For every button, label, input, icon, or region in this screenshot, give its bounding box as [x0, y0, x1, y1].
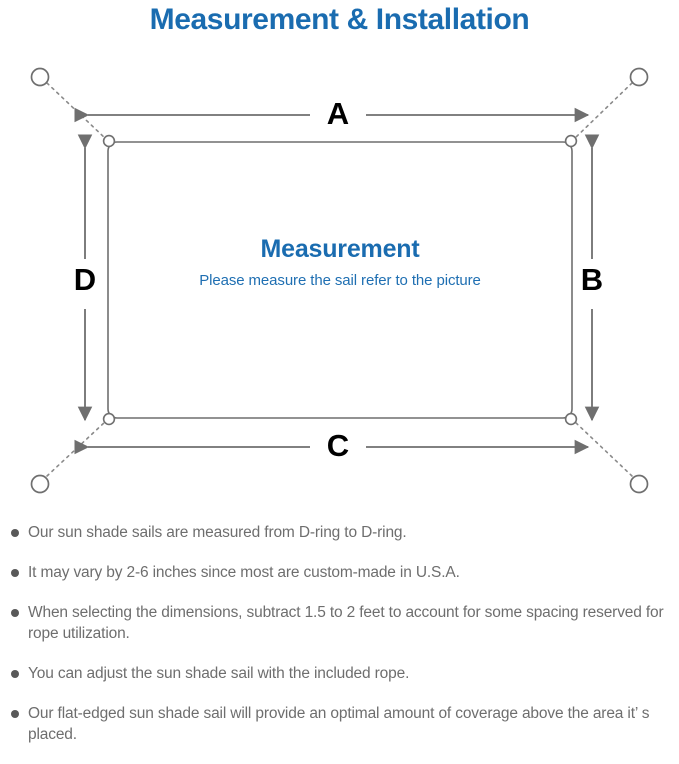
bullet-icon: [11, 609, 19, 617]
bullet-icon: [11, 670, 19, 678]
rope-line-top-left: [46, 82, 107, 140]
d-ring-bottom-right: [564, 412, 578, 426]
sail-center-subtitle: Please measure the sail refer to the pic…: [199, 272, 481, 289]
note-item: You can adjust the sun shade sail with t…: [0, 663, 679, 684]
note-item: When selecting the dimensions, subtract …: [0, 602, 679, 644]
dimension-label-b: B: [575, 263, 609, 297]
d-ring-top-right: [564, 134, 578, 148]
notes-list: Our sun shade sails are measured from D-…: [0, 522, 679, 764]
rope-line-top-right: [573, 82, 633, 140]
note-text: It may vary by 2-6 inches since most are…: [28, 564, 460, 581]
note-item: Our sun shade sails are measured from D-…: [0, 522, 679, 543]
dimension-label-d: D: [68, 263, 102, 297]
diagram-canvas: [30, 67, 649, 494]
anchor-point-top-right: [629, 67, 649, 87]
sail-center-caption: Measurement Please measure the sail refe…: [128, 234, 552, 291]
sail-body: [107, 141, 573, 419]
note-text: Our sun shade sails are measured from D-…: [28, 524, 407, 541]
dimension-label-c: C: [320, 429, 356, 463]
note-item: It may vary by 2-6 inches since most are…: [0, 562, 679, 583]
bullet-icon: [11, 569, 19, 577]
d-ring-bottom-left: [102, 412, 116, 426]
note-text: When selecting the dimensions, subtract …: [28, 604, 664, 642]
rope-line-bottom-right: [573, 420, 633, 477]
anchor-point-bottom-right: [629, 474, 649, 494]
bullet-icon: [11, 710, 19, 718]
anchor-point-top-left: [30, 67, 50, 87]
sail-center-title: Measurement: [260, 235, 420, 263]
bullet-icon: [11, 529, 19, 537]
note-text: You can adjust the sun shade sail with t…: [28, 665, 410, 682]
rope-line-bottom-left: [46, 420, 107, 477]
measurement-diagram: A B C D Measurement Please measure the s…: [0, 44, 679, 514]
dimension-label-a: A: [320, 97, 356, 131]
anchor-point-bottom-left: [30, 474, 50, 494]
d-rings: [102, 134, 578, 426]
d-ring-top-left: [102, 134, 116, 148]
anchor-points: [30, 67, 649, 494]
page-title: Measurement & Installation: [149, 3, 530, 36]
note-text: Our flat-edged sun shade sail will provi…: [28, 705, 650, 743]
